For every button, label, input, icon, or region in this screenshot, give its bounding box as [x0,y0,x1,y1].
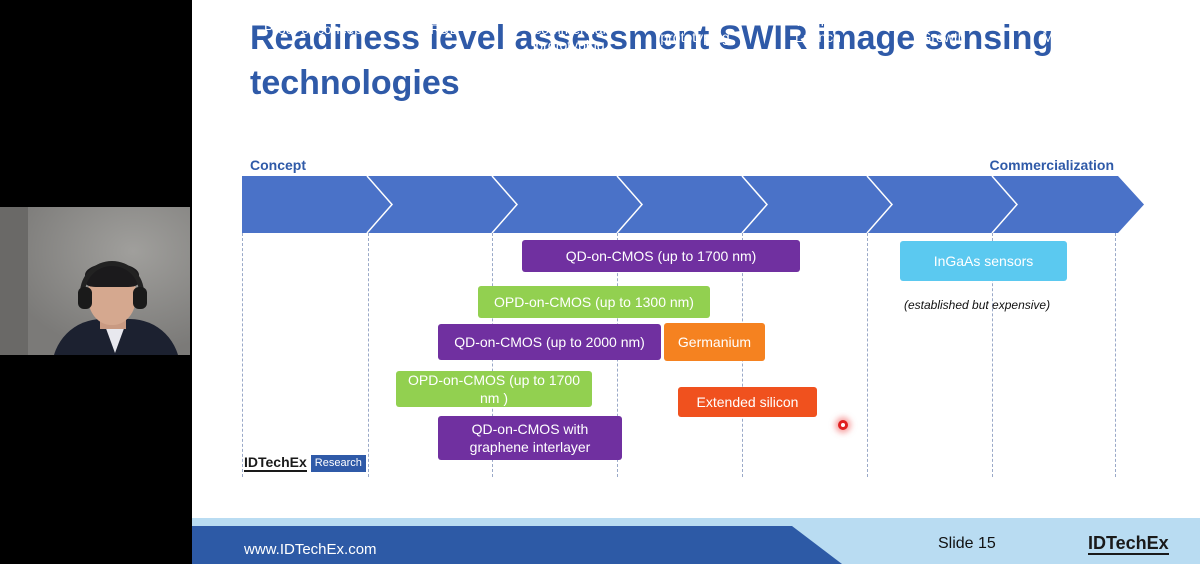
tech-bar-qd-cmos-1700: QD-on-CMOS (up to 1700 nm) [522,240,800,272]
logo-tag: Research [310,455,366,472]
tech-bar-opd-cmos-1700: OPD-on-CMOS (up to 1700 nm ) [396,371,592,407]
stage-divider [242,233,243,477]
stage-start-label: Concept [250,157,306,173]
logo-text: IDTechEx [244,454,307,472]
presentation-slide: Readiness level assessment SWIR image se… [192,0,1200,564]
tech-bar-opd-cmos-1300: OPD-on-CMOS (up to 1300 nm) [478,286,710,318]
stage-divider [368,233,369,477]
stage-advanced-prototyping: Advanced prototyping [660,12,730,45]
stage-semi-commercial-prototyping: Semi- commercial prototyping [534,4,606,53]
participant-pane [0,0,192,564]
tech-bar-germanium: Germanium [664,323,765,361]
tech-bar-qd-cmos-graphene: QD-on-CMOS with graphene interlayer [438,416,622,460]
tech-bar-qd-cmos-2000: QD-on-CMOS (up to 2000 nm) [438,324,661,360]
idtechex-research-logo: IDTechEx Research [244,455,366,472]
stage-market-launch: Market Launch [795,12,841,45]
stage-market-growth: Market Growth [920,12,966,45]
slide-title: Readiness level assessment SWIR image se… [250,19,1054,102]
stage-end-label: Commercialization [989,157,1114,173]
stage-rnd: R&D [430,20,460,37]
footer-url: www.IDTechEx.com [244,541,377,558]
stage-divider [992,233,993,477]
tech-bar-extended-silicon: Extended silicon [678,387,817,417]
stage-market-maturity: Market Maturity [1042,12,1092,45]
stage-divider [1115,233,1116,477]
stage-proof-of-concept: Proof of concept [264,20,366,37]
webcam-video-thumbnail[interactable] [0,207,190,355]
tech-bar-ingaas: InGaAs sensors [900,241,1067,281]
ingaas-note: (established but expensive) [904,298,1051,312]
slide-footer [192,518,1200,564]
slide-number: Slide 15 [938,535,996,552]
stage-divider [867,233,868,477]
footer-logo: IDTechEx [1088,533,1169,555]
stage-chevron-arrow [242,176,1144,233]
laser-pointer-icon [838,420,848,430]
